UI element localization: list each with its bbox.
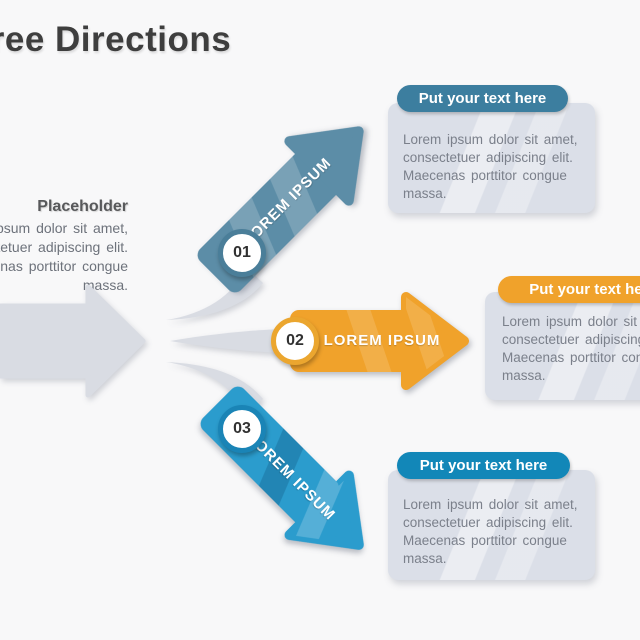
direction-1-number-badge: 01 [218,229,266,277]
direction-3-number: 03 [233,420,251,437]
callout-3-body: Lorem ipsum dolor sit amet, consectetuer… [388,470,595,580]
intro-body-text: Lorem ipsum dolor sit amet, consectetuer… [0,220,128,293]
direction-2-number: 02 [286,332,304,349]
direction-3-number-badge: 03 [218,405,266,453]
direction-2-arrow-label: LOREM IPSUM [323,332,441,349]
direction-2-arrow: LOREM IPSUM [288,291,470,391]
direction-1-number: 01 [233,244,251,261]
intro-heading: Placeholder [37,198,128,215]
main-gray-arrow [0,284,146,398]
callout-2-header: Put your text here [498,276,640,303]
swoosh-to-direction-2 [170,329,284,353]
direction-2-arrow-shape [290,292,469,390]
intro-text-block: Placeholder Lorem ipsum dolor sit amet, … [0,198,128,295]
callout-3-header: Put your text here [397,452,570,479]
slide-title: Three Directions [0,20,232,59]
callout-1-header: Put your text here [397,85,568,112]
callout-2-body: Lorem ipsum dolor sit amet, consectetuer… [485,292,640,400]
direction-2-number-badge: 02 [271,317,319,365]
callout-1-body: Lorem ipsum dolor sit amet, consectetuer… [388,103,595,213]
